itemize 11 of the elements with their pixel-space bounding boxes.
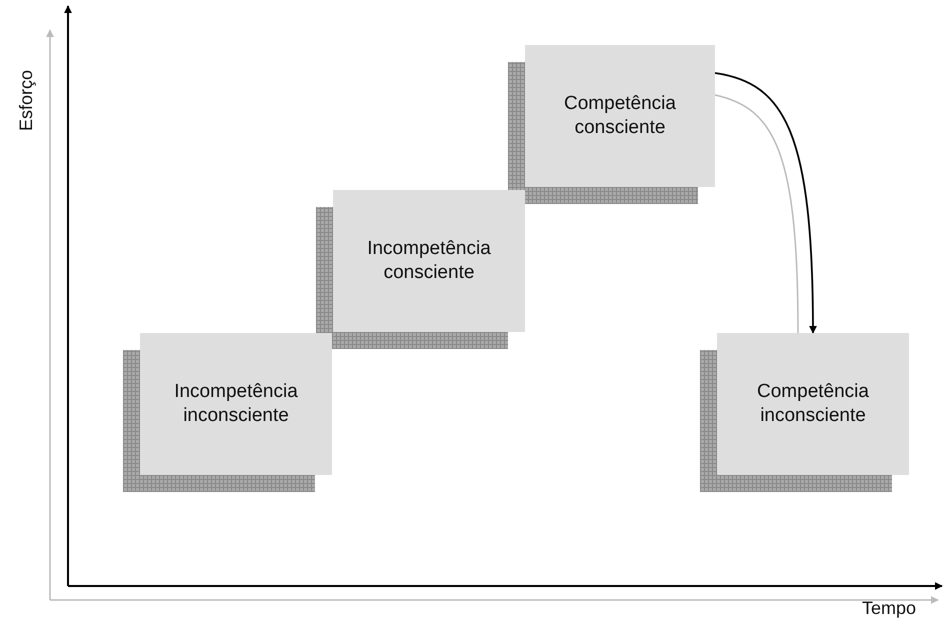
stage-box	[717, 333, 909, 475]
stage-label: Competência consciente	[563, 92, 677, 140]
stage-label: Competência inconsciente	[756, 380, 870, 428]
stage-label: Incompetência inconsciente	[173, 380, 299, 428]
arrow	[714, 72, 817, 334]
stage-label: Incompetência consciente	[366, 237, 492, 285]
axis-title: Esforço	[16, 70, 38, 132]
stage-box	[333, 190, 525, 332]
stage-box	[140, 333, 332, 475]
stage-box	[525, 45, 715, 187]
axis-title: Tempo	[862, 598, 916, 619]
